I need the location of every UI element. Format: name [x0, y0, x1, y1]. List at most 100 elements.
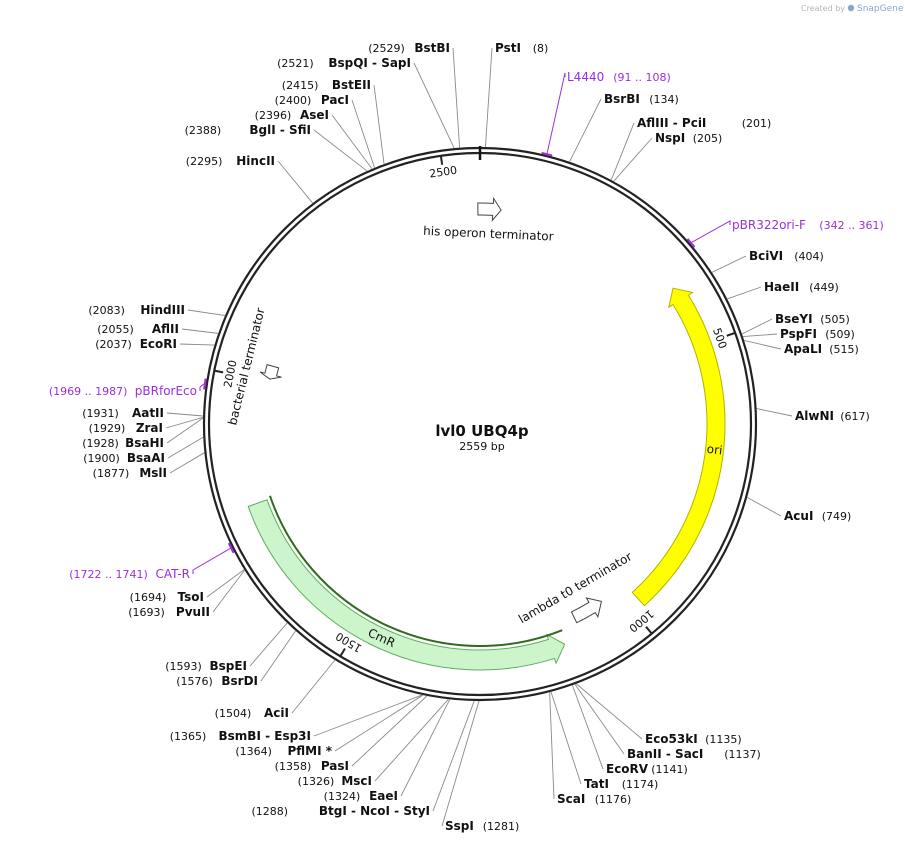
site-aatii-name[interactable]: AatII: [132, 406, 164, 420]
site-bsmbi-esp3i-name[interactable]: BsmBI - Esp3I: [219, 729, 311, 743]
site-acui-position: (749): [822, 510, 852, 523]
site-acii-name[interactable]: AciI: [264, 706, 289, 720]
primer-cat-r-bind-mark: [227, 542, 235, 554]
feature-lambda-t0-terminator-arrow[interactable]: [570, 597, 603, 624]
site-tati-name[interactable]: TatI: [584, 777, 609, 791]
site-btgi-ncoi-styi-name[interactable]: BtgI - NcoI - StyI: [319, 804, 430, 818]
feature-his-operon-terminator-arrow[interactable]: [477, 196, 502, 222]
ruler-tick: [439, 155, 444, 165]
primer-l4440-name[interactable]: L4440: [567, 70, 604, 84]
primer-pbrforeco-name[interactable]: pBRforEco: [135, 384, 197, 398]
site-hincii-name[interactable]: HincII: [236, 154, 275, 168]
plasmid-length: 2559 bp: [459, 440, 504, 453]
snapgene-logo-icon: [847, 4, 855, 12]
site-zrai-leader: [165, 416, 204, 429]
site-eaei-name[interactable]: EaeI: [369, 789, 398, 803]
site-scai-name[interactable]: ScaI: [557, 792, 585, 806]
site-paci-position: (2400): [275, 94, 312, 107]
site-eco53ki-name[interactable]: Eco53kI: [645, 732, 698, 746]
site-pspfi-position: (509): [825, 328, 855, 341]
site-ecorv-name[interactable]: EcoRV: [606, 762, 649, 776]
site-pflmi-position: (1364): [235, 745, 272, 758]
site-pspfi-leader: [742, 333, 778, 338]
site-msli-position: (1877): [93, 467, 130, 480]
site-banii-saci-name[interactable]: BanII - SacI: [627, 747, 703, 761]
site-psti-name[interactable]: PstI: [495, 41, 521, 55]
site-pvuii-leader: [212, 569, 246, 613]
ruler-tick: [214, 369, 224, 374]
site-pasi-name[interactable]: PasI: [321, 759, 349, 773]
site-pspfi-name[interactable]: PspFI: [780, 327, 817, 341]
site-tsoi-leader: [206, 569, 245, 598]
site-msli-name[interactable]: MslI: [139, 466, 167, 480]
site-bsaai-name[interactable]: BsaAI: [127, 451, 165, 465]
site-acui-name[interactable]: AcuI: [784, 509, 813, 523]
feature-cmr-arrow[interactable]: [247, 499, 566, 671]
primer-cat-r-name[interactable]: CAT-R: [155, 567, 190, 581]
site-hindiii-name[interactable]: HindIII: [140, 303, 185, 317]
feature-his-operon-terminator-label: his operon terminator: [423, 224, 554, 244]
site-bspqi-sapi-position: (2521): [277, 57, 314, 70]
site-apali-name[interactable]: ApaLI: [784, 342, 822, 356]
site-pflmi-name[interactable]: PflMI *: [287, 744, 332, 758]
site-nspi-leader: [613, 137, 653, 182]
site-bseyi-position: (505): [820, 313, 850, 326]
primer-l4440-bind-mark: [541, 151, 553, 157]
primer-pbrforeco-bind-mark: [203, 378, 207, 390]
site-bgli-sfii-name[interactable]: BglI - SfiI: [249, 123, 311, 137]
site-bsteii-leader: [373, 84, 385, 165]
site-bsahi-name[interactable]: BsaHI: [125, 436, 164, 450]
site-bsrdi-name[interactable]: BsrDI: [221, 674, 258, 688]
feature-ori-arrow[interactable]: [631, 287, 726, 607]
site-eco53ki-leader: [575, 683, 643, 740]
site-bsahi-position: (1928): [82, 437, 119, 450]
site-pflmi-leader: [334, 694, 424, 752]
site-eaei-leader: [400, 699, 451, 797]
site-hincii-position: (2295): [186, 155, 223, 168]
site-acii-leader: [291, 659, 336, 714]
site-tsoi-position: (1694): [130, 591, 167, 604]
site-psti-leader: [484, 47, 493, 148]
site-pvuii-name[interactable]: PvuII: [176, 605, 210, 619]
site-afliii-pcii-name[interactable]: AflIII - PciI: [637, 116, 706, 130]
feature-cmr-orf-line: [269, 495, 563, 647]
site-bseyi-name[interactable]: BseYI: [775, 312, 813, 326]
site-aflii-name[interactable]: AflII: [152, 322, 179, 336]
site-bstbi-name[interactable]: BstBI: [414, 41, 450, 55]
site-nspi-name[interactable]: NspI: [655, 131, 685, 145]
site-bspei-position: (1593): [165, 660, 202, 673]
site-paci-name[interactable]: PacI: [321, 93, 349, 107]
feature-bacterial-terminator-arrow[interactable]: [259, 364, 282, 380]
site-bcivi-name[interactable]: BciVI: [749, 249, 783, 263]
primer-pbr322ori-f-leader: [691, 220, 731, 243]
site-aflii-leader: [181, 328, 219, 334]
credit-created-by: Created by: [801, 4, 845, 13]
primer-pbrforeco-range: (1969 .. 1987): [49, 385, 128, 398]
site-scai-position: (1176): [595, 793, 632, 806]
site-sspi-name[interactable]: SspI: [445, 819, 474, 833]
primer-pbr322ori-f-name[interactable]: pBR322ori-F: [732, 218, 806, 232]
primer-l4440-range: (91 .. 108): [613, 71, 671, 84]
site-alwni-name[interactable]: AlwNI: [795, 409, 834, 423]
site-bsteii-name[interactable]: BstEII: [332, 78, 371, 92]
site-ecorv-leader: [571, 684, 604, 770]
site-tati-position: (1174): [622, 778, 659, 791]
site-scai-leader: [549, 692, 555, 800]
site-acii-position: (1504): [215, 707, 252, 720]
site-zrai-name[interactable]: ZraI: [136, 421, 163, 435]
site-bsrbi-leader: [569, 98, 602, 163]
site-asei-name[interactable]: AseI: [300, 108, 329, 122]
site-haeii-name[interactable]: HaeII: [764, 280, 799, 294]
primers: L4440(91 .. 108)pBR322ori-F(342 .. 361)p…: [49, 70, 884, 581]
site-bspqi-sapi-name[interactable]: BspQI - SapI: [328, 56, 411, 70]
site-tsoi-name[interactable]: TsoI: [178, 590, 204, 604]
site-bcivi-leader: [711, 255, 747, 273]
site-btgi-ncoi-styi-leader: [432, 700, 475, 812]
site-msci-name[interactable]: MscI: [341, 774, 372, 788]
site-msci-leader: [374, 698, 449, 782]
site-ecori-name[interactable]: EcoRI: [140, 337, 177, 351]
site-bspei-name[interactable]: BspEI: [209, 659, 247, 673]
site-bsrbi-name[interactable]: BsrBI: [604, 92, 640, 106]
plasmid-name: lvl0 UBQ4p: [435, 422, 529, 440]
